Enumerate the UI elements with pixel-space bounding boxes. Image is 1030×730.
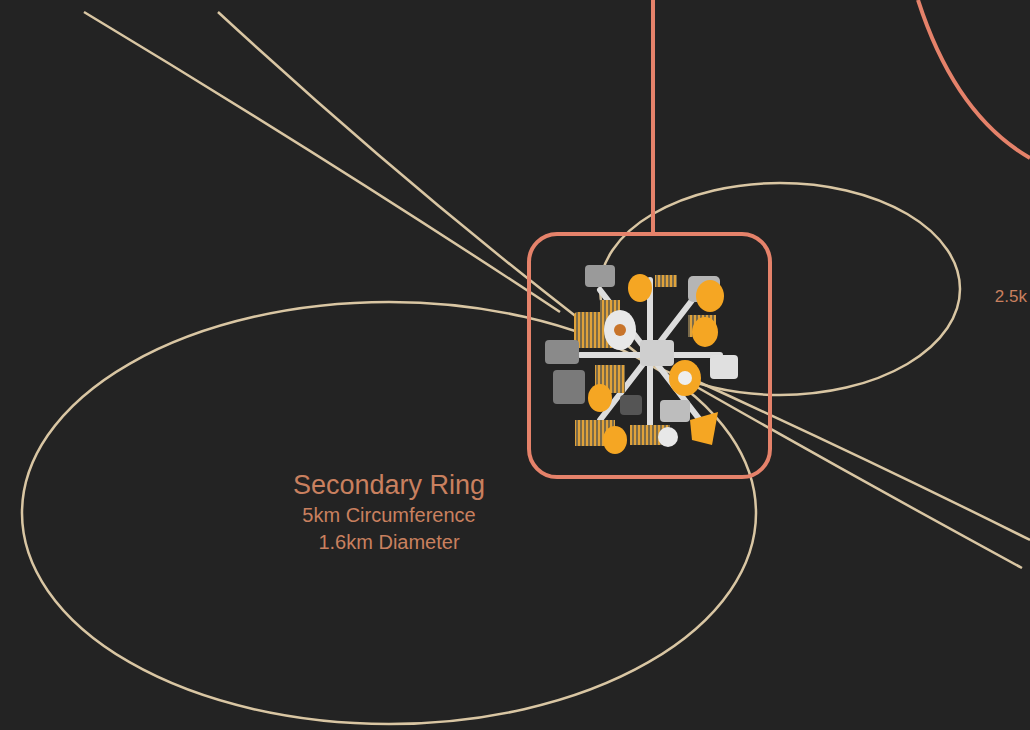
hub-machine	[545, 265, 738, 454]
tether-line	[84, 12, 560, 312]
connector-line	[651, 0, 655, 234]
ring-title: Secondary Ring	[20, 470, 758, 501]
ring-dimension: 1.6km Diameter	[20, 531, 758, 554]
ring-dimension: 5km Circumference	[20, 504, 758, 527]
tether-line	[218, 12, 578, 318]
dimension-label: 2.5k	[995, 287, 1027, 307]
large-ring-arc	[918, 0, 1030, 158]
tether-line	[690, 378, 1030, 540]
